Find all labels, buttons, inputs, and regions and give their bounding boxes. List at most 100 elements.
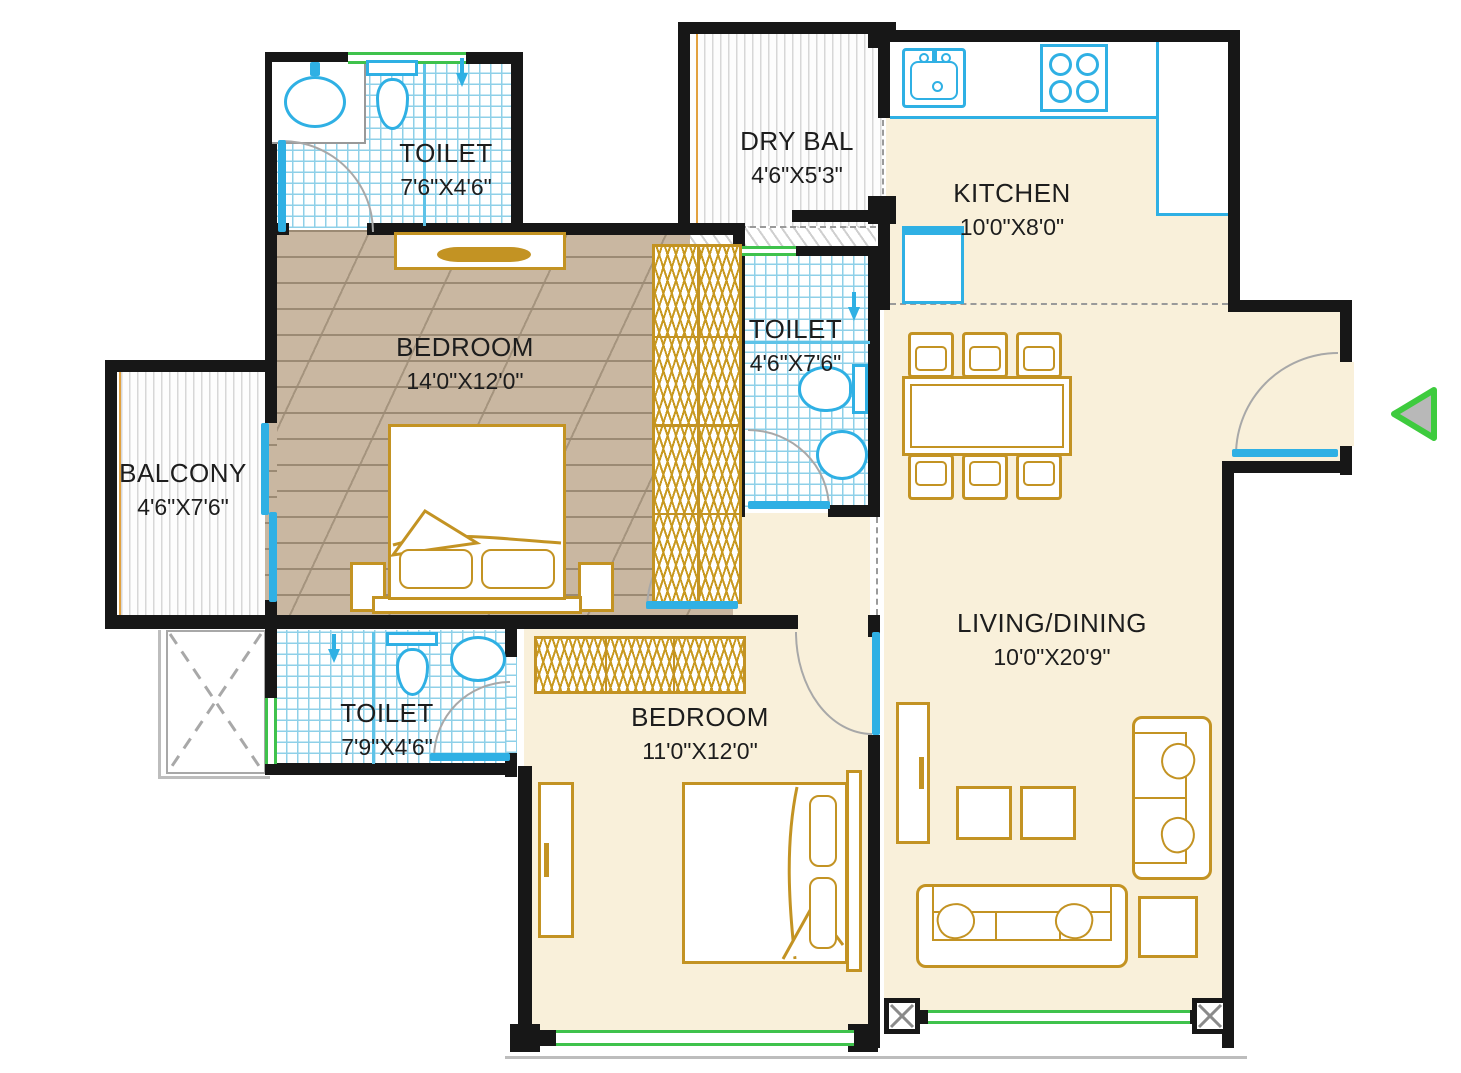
outline-shadow: [505, 1056, 1247, 1059]
wall: [105, 360, 277, 372]
washbasin-icon: [284, 76, 346, 128]
room-dims: 10'0"X8'0": [959, 214, 1065, 240]
label-bedroom-master: BEDROOM 14'0"X12'0": [345, 332, 585, 395]
wall: [678, 22, 890, 34]
washbasin-icon: [450, 636, 506, 682]
label-toilet-bottom-left: TOILET 7'9"X4'6": [277, 698, 497, 761]
sofa-pillow: [932, 898, 980, 944]
shower-icon: [456, 58, 468, 92]
sofa-pillow: [1156, 738, 1200, 784]
door-toilet-top-left: [278, 140, 286, 232]
window-bedroom-second: [556, 1030, 854, 1046]
wc-icon: [798, 366, 852, 412]
shower-partition: [372, 632, 375, 764]
window-toilet-bottom: [265, 698, 277, 764]
room-name: BALCONY: [119, 458, 247, 488]
entry-arrow-icon: [1391, 387, 1437, 441]
wall: [1222, 461, 1234, 1048]
floor-dry-balcony: [688, 33, 882, 233]
wall: [1228, 300, 1352, 312]
floor-entry-doorway: [1340, 362, 1354, 446]
window-toilet-middle: [740, 246, 796, 256]
outline-shadow: [158, 776, 270, 779]
label-toilet-middle: TOILET 4'6"X7'6": [713, 314, 878, 377]
dresser: [538, 782, 574, 938]
label-bedroom-second: BEDROOM 11'0"X12'0": [580, 702, 820, 765]
dining-chair: [908, 454, 954, 500]
wall: [1228, 30, 1240, 312]
wc-tank: [366, 60, 418, 76]
kitchen-counter: [1156, 42, 1228, 216]
wc-icon: [396, 648, 429, 696]
door-toilet-middle: [748, 501, 830, 509]
wall: [733, 246, 880, 256]
opening-dashed: [876, 517, 878, 615]
dining-chair: [908, 332, 954, 378]
wall: [1228, 461, 1352, 473]
room-dims: 10'0"X20'9": [993, 644, 1111, 670]
dining-chair: [962, 454, 1008, 500]
shower-partition: [423, 60, 426, 226]
wall: [878, 30, 890, 118]
door-entry: [1232, 449, 1338, 457]
shower-icon: [328, 634, 340, 668]
kitchen-sink-icon: [902, 48, 966, 108]
wall: [792, 210, 890, 222]
label-dry-balcony: DRY BAL 4'6"X5'3": [687, 126, 907, 189]
wall: [265, 223, 277, 423]
opening-dashed: [882, 120, 884, 204]
wc-icon: [376, 78, 409, 130]
bed-pillow: [399, 549, 473, 589]
shower-icon: [848, 292, 860, 326]
wardrobe: [652, 244, 742, 604]
column-marker-icon: [1192, 998, 1228, 1034]
wall: [265, 763, 517, 775]
gas-stove-icon: [1040, 44, 1108, 112]
room-name: DRY BAL: [740, 126, 854, 156]
label-toilet-top-left: TOILET 7'6"X4'6": [336, 138, 556, 201]
side-table: [1138, 896, 1198, 958]
label-balcony: BALCONY 4'6"X7'6": [93, 458, 273, 521]
label-living-dining: LIVING/DINING 10'0"X20'9": [912, 608, 1192, 671]
floor-corridor-opening: [798, 613, 870, 633]
floor-corridor: [733, 513, 870, 619]
dresser-tv-unit: [394, 232, 566, 270]
floor-balcony: [113, 368, 267, 618]
room-dims: 14'0"X12'0": [406, 368, 524, 394]
wall: [518, 766, 532, 1046]
faucet-icon: [310, 62, 320, 76]
room-name: BEDROOM: [631, 702, 769, 732]
washbasin-icon: [816, 430, 868, 480]
shaft-box: [166, 630, 266, 774]
room-name: KITCHEN: [953, 178, 1071, 208]
door-toilet-bottom-left: [430, 753, 510, 761]
wc-tank: [852, 364, 868, 414]
bed-pillow: [481, 549, 555, 589]
shower-partition: [745, 341, 870, 344]
room-dims: 4'6"X7'6": [749, 350, 842, 376]
window-living: [928, 1010, 1190, 1024]
room-dims: 4'6"X7'6": [137, 494, 229, 520]
wall: [828, 505, 880, 517]
door-bedroom-second: [872, 632, 880, 735]
dining-chair: [962, 332, 1008, 378]
wall: [511, 52, 523, 235]
sliding-door-panel: [261, 423, 269, 515]
dining-table: [902, 376, 1072, 456]
dining-chair: [1016, 454, 1062, 500]
column-marker-icon: [884, 998, 920, 1034]
wall: [505, 627, 517, 657]
opening-dashed: [890, 303, 1228, 305]
wall: [1340, 300, 1352, 362]
room-dims: 4'6"X5'3": [751, 162, 843, 188]
wall-pier: [868, 196, 896, 224]
bed-headboard: [846, 770, 862, 972]
bedside-table: [350, 562, 386, 612]
room-name: TOILET: [340, 698, 434, 728]
shaft-x-icon: [168, 633, 263, 770]
sofa-pillow: [1157, 813, 1199, 857]
room-name: TOILET: [399, 138, 493, 168]
room-dims: 11'0"X12'0": [642, 738, 758, 764]
door-bedroom-master: [646, 601, 738, 609]
